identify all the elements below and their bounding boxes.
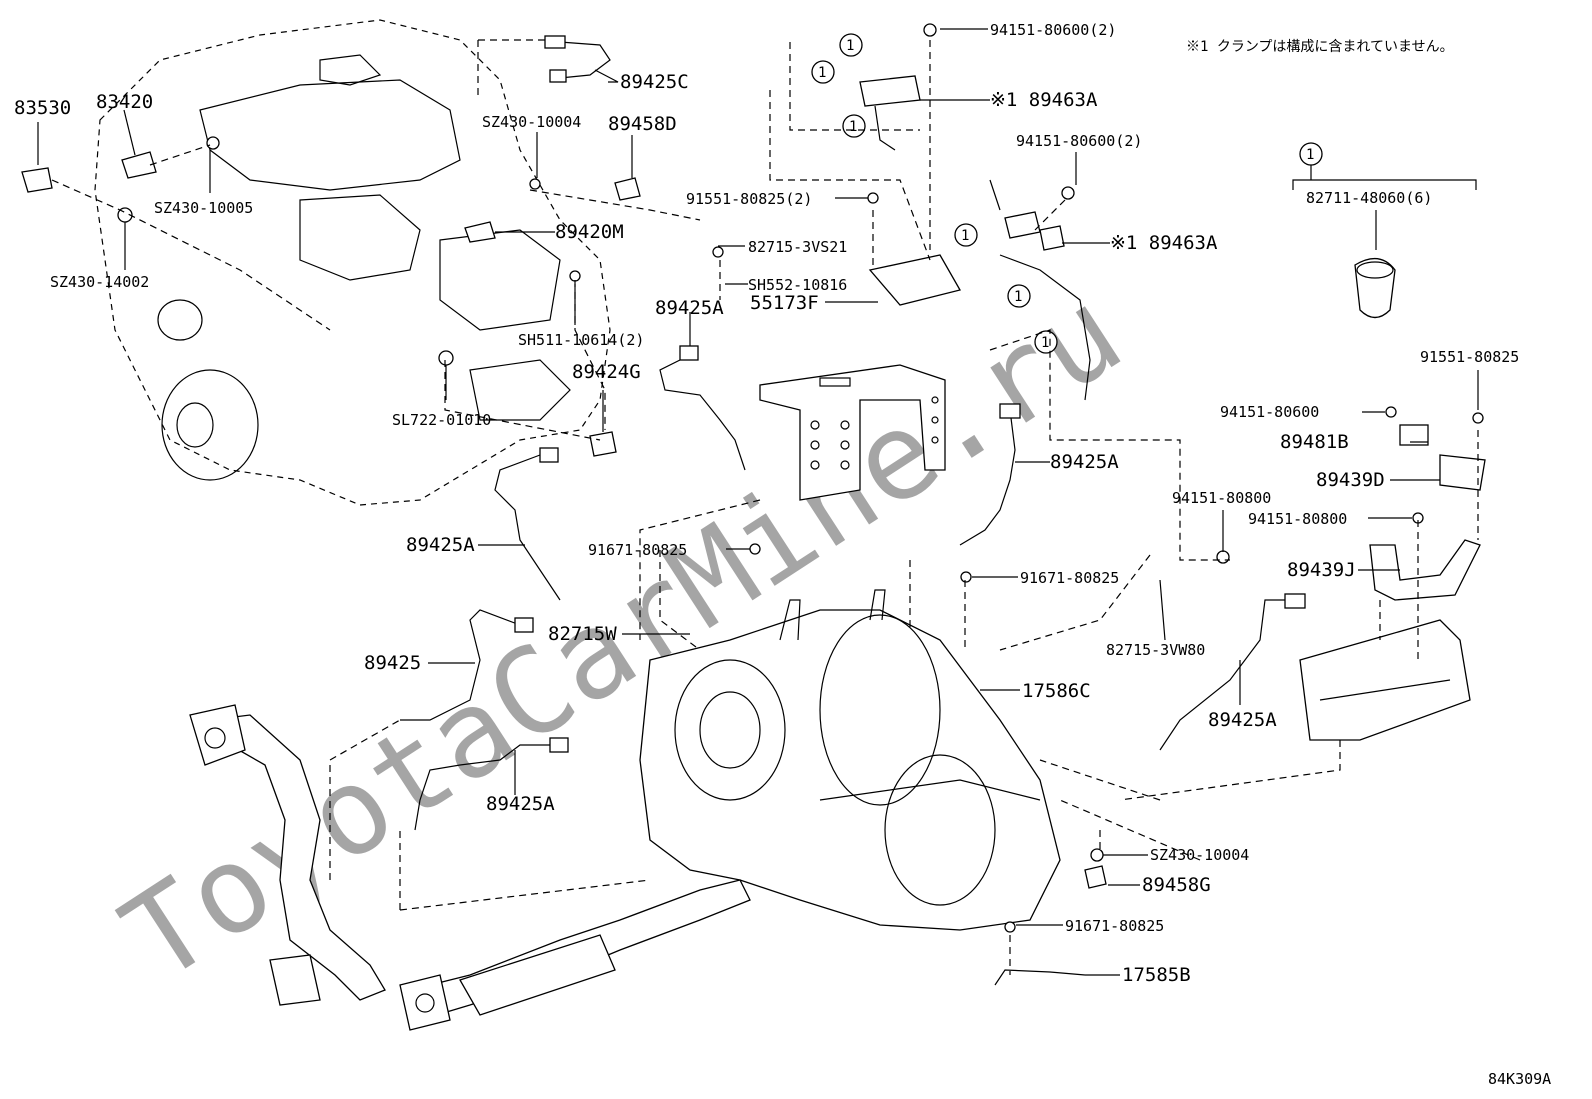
label-82715-3VS21: 82715-3VS21 bbox=[748, 238, 847, 256]
sensor-89420M bbox=[464, 221, 496, 243]
label-SL722-01010: SL722-01010 bbox=[392, 411, 491, 429]
bracket-89439J bbox=[1369, 539, 1481, 601]
upper-bracket-55173F bbox=[868, 254, 961, 306]
label-17585B: 17585B bbox=[1122, 964, 1191, 986]
label-89439D: 89439D bbox=[1316, 469, 1385, 491]
label-89424G: 89424G bbox=[572, 361, 641, 383]
sensor-89425A-lower-left bbox=[414, 737, 569, 831]
callout-1: 1 bbox=[1007, 284, 1031, 308]
label-SH552-10816: SH552-10816 bbox=[748, 276, 847, 294]
callout-1: 1 bbox=[954, 223, 978, 247]
bracket-17585B bbox=[994, 969, 1086, 986]
tail-pipe-muffler bbox=[399, 879, 751, 1031]
callout-1: 1 bbox=[1034, 330, 1058, 354]
label-89425A-right-center: 89425A bbox=[1050, 451, 1119, 473]
heat-shield-bracket bbox=[1299, 619, 1471, 741]
catalytic-converter-assembly bbox=[639, 589, 1061, 931]
sensor-89458G bbox=[1084, 865, 1107, 889]
sensor-89425C bbox=[544, 35, 611, 83]
label-SZ430-10004-top: SZ430-10004 bbox=[482, 113, 581, 131]
callout-1: 1 bbox=[842, 114, 866, 138]
label-89425A-center: 89425A bbox=[655, 297, 724, 319]
sensor-89425A-right-center bbox=[959, 403, 1021, 546]
leader-lines bbox=[37, 28, 1479, 976]
label-83420: 83420 bbox=[96, 91, 153, 113]
clamp-note: ※1 クランプは構成に含まれていません。 bbox=[1186, 39, 1454, 55]
callout-markers: 1 1 1 1 1 1 1 bbox=[811, 33, 1323, 354]
sensor-89458D bbox=[614, 177, 641, 201]
label-82715-3VW80: 82715-3VW80 bbox=[1106, 641, 1205, 659]
label-SZ430-10004-bottom: SZ430-10004 bbox=[1150, 846, 1249, 864]
label-SZ430-10005: SZ430-10005 bbox=[154, 199, 253, 217]
label-82711-48060-6: 82711-48060(6) bbox=[1306, 189, 1432, 207]
callout-1-clamp-group: 1 bbox=[1299, 142, 1323, 166]
label-89458G: 89458G bbox=[1142, 874, 1211, 896]
sensor-83530 bbox=[21, 167, 53, 193]
svg-text:1: 1 bbox=[849, 119, 857, 135]
label-89463A-top: ※1 89463A bbox=[990, 89, 1098, 111]
sensor-89425A-center bbox=[659, 345, 746, 471]
sensor-89425A-right bbox=[1159, 593, 1306, 751]
callout-1: 1 bbox=[811, 60, 835, 84]
label-89425A-left: 89425A bbox=[406, 534, 475, 556]
label-SZ430-14002: SZ430-14002 bbox=[50, 273, 149, 291]
svg-text:1: 1 bbox=[818, 65, 826, 81]
label-91551-80825-2: 91551-80825(2) bbox=[686, 190, 812, 208]
label-94151-80600-2b: 94151-80600(2) bbox=[1016, 132, 1142, 150]
label-91671-80825a: 91671-80825 bbox=[588, 541, 687, 559]
lower-bracket-assembly bbox=[759, 364, 946, 501]
sensor-89425-left bbox=[400, 609, 534, 721]
svg-text:1: 1 bbox=[1014, 289, 1022, 305]
svg-text:1: 1 bbox=[961, 228, 969, 244]
label-89458D: 89458D bbox=[608, 113, 677, 135]
engine-block-illustration bbox=[94, 19, 611, 506]
callout-1: 1 bbox=[839, 33, 863, 57]
svg-text:1: 1 bbox=[1041, 335, 1049, 351]
label-89425C: 89425C bbox=[620, 71, 689, 93]
label-94151-80800b: 94151-80800 bbox=[1248, 510, 1347, 528]
svg-text:1: 1 bbox=[1306, 147, 1314, 163]
label-94151-80600: 94151-80600 bbox=[1220, 403, 1319, 421]
sensor-89425A-left bbox=[494, 447, 561, 601]
label-89463A-mid: ※1 89463A bbox=[1110, 232, 1218, 254]
svg-text:1: 1 bbox=[846, 38, 854, 54]
clamp-82711-48060 bbox=[1354, 258, 1396, 319]
bracket-89439D bbox=[1399, 424, 1486, 491]
part-labels: 83530 83420 89425C 94151-80600(2) ※1 894… bbox=[14, 21, 1551, 1088]
label-17586C: 17586C bbox=[1022, 680, 1091, 702]
label-94151-80600-2: 94151-80600(2) bbox=[990, 21, 1116, 39]
sensor-89463A-mid bbox=[989, 179, 1091, 401]
label-94151-80800a: 94151-80800 bbox=[1172, 489, 1271, 507]
dashed-guides bbox=[51, 39, 1479, 975]
label-91551-80825: 91551-80825 bbox=[1420, 348, 1519, 366]
label-89481B: 89481B bbox=[1280, 431, 1349, 453]
label-89425A-lower-left: 89425A bbox=[486, 793, 555, 815]
sensor-89424G bbox=[589, 431, 617, 457]
label-89425A-right: 89425A bbox=[1208, 709, 1277, 731]
diagram-code: 84K309A bbox=[1488, 1070, 1551, 1088]
label-89425: 89425 bbox=[364, 652, 421, 674]
label-91671-80825c: 91671-80825 bbox=[1065, 917, 1164, 935]
label-SH511-10614-2: SH511-10614(2) bbox=[518, 331, 644, 349]
label-91671-80825b: 91671-80825 bbox=[1020, 569, 1119, 587]
sensor-83420 bbox=[121, 151, 157, 179]
label-89420M: 89420M bbox=[555, 221, 624, 243]
label-89439J: 89439J bbox=[1287, 559, 1356, 581]
label-55173F: 55173F bbox=[750, 292, 819, 314]
label-83530: 83530 bbox=[14, 97, 71, 119]
front-exhaust-pipe bbox=[189, 704, 386, 1006]
sensor-89463A-top bbox=[859, 75, 921, 151]
label-82715W: 82715W bbox=[548, 623, 617, 645]
